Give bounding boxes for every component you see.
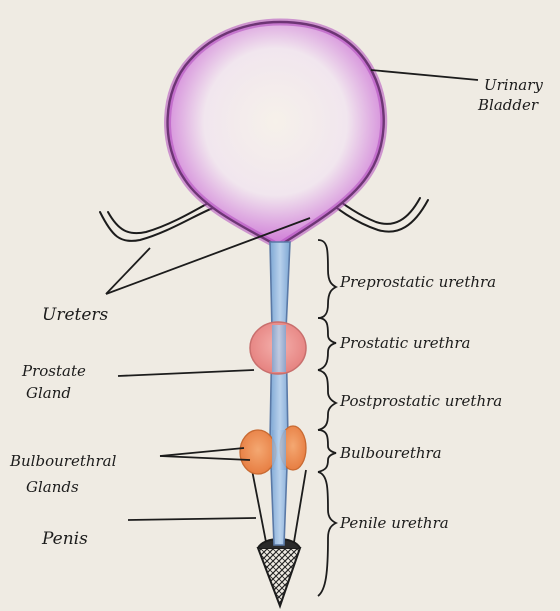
label-bulbourethra: Bulbourethra xyxy=(339,444,442,462)
label-penile-urethra: Penile urethra xyxy=(339,514,449,532)
label-prostate-gland-line2: Gland xyxy=(26,384,71,402)
prostatic-urethra-segment xyxy=(272,325,286,372)
label-prostatic-urethra: Prostatic urethra xyxy=(339,334,470,352)
label-postprostatic-urethra: Postprostatic urethra xyxy=(339,392,502,410)
label-penis: Penis xyxy=(41,529,88,549)
label-bulbourethral-glands-line1: Bulbourethral xyxy=(9,452,117,470)
label-ureters: Ureters xyxy=(42,305,109,325)
label-preprostatic-urethra: Preprostatic urethra xyxy=(339,273,496,291)
bulbourethra-segment xyxy=(272,430,286,470)
label-prostate-gland-line1: Prostate xyxy=(21,362,86,380)
bulbourethral-gland-left xyxy=(240,430,276,474)
label-bulbourethral-glands-line2: Glands xyxy=(26,478,79,496)
label-urinary-bladder-line2: Bladder xyxy=(477,96,539,114)
label-urinary-bladder-line1: Urinary xyxy=(484,76,543,94)
